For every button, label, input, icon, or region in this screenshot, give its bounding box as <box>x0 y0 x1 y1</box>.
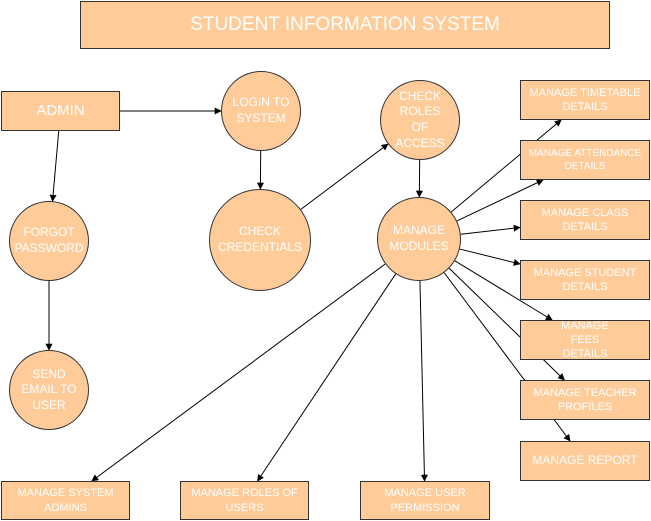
node-manage-teacher: MANAGE TEACHER PROFILES <box>520 380 650 420</box>
node-manage-class-label: MANAGE CLASS DETAILS <box>541 206 629 233</box>
edge-manage_modules-to-fees <box>454 260 553 321</box>
edge-check_credentials-to-check_roles <box>300 143 389 210</box>
node-login-label: LOGIN TO SYSTEM <box>232 95 290 125</box>
node-manage-report-label: MANAGE REPORT <box>532 453 638 468</box>
edge-manage_modules-to-timetable <box>450 119 562 213</box>
node-check-roles: CHECK ROLES OF ACCESS <box>380 80 460 160</box>
title-text: STUDENT INFORMATION SYSTEM <box>190 13 500 35</box>
node-manage-report: MANAGE REPORT <box>520 441 650 481</box>
node-manage-modules: MANAGE MODULES <box>377 197 461 281</box>
node-forgot-password: FORGOT PASSWORD <box>9 201 89 281</box>
node-manage-system-admins-label: MANAGE SYSTEM ADMINS <box>17 487 114 514</box>
node-admin: ADMIN <box>1 91 120 131</box>
edge-manage_modules-to-teacher <box>448 267 565 381</box>
node-admin-label: ADMIN <box>36 102 85 120</box>
node-check-credentials-label: CHECK CREDENTIALS <box>218 224 303 254</box>
node-manage-user-permission-label: MANAGE USER PERMISSION <box>384 487 466 514</box>
node-manage-roles-users-label: MANAGE ROLES OF USERS <box>191 487 298 514</box>
node-manage-timetable-label: MANAGE TIMETABLE DETAILS <box>529 86 641 113</box>
node-send-email: SEND EMAIL TO USER <box>9 350 89 430</box>
edge-manage_modules-to-roles_users <box>257 273 397 482</box>
node-forgot-password-label: FORGOT PASSWORD <box>14 225 84 255</box>
node-send-email-label: SEND EMAIL TO USER <box>21 366 77 412</box>
node-check-roles-label: CHECK ROLES OF ACCESS <box>395 88 445 150</box>
edge-manage_modules-to-attendance <box>456 179 544 222</box>
node-check-credentials: CHECK CREDENTIALS <box>209 189 311 291</box>
title-banner: STUDENT INFORMATION SYSTEM <box>80 1 610 49</box>
edge-manage_modules-to-class <box>460 224 521 235</box>
node-manage-fees: MANAGE FEES DETAILS <box>520 320 650 360</box>
edge-admin-to-forgot_password <box>49 130 60 202</box>
edge-manage_modules-to-system_admins <box>91 263 386 482</box>
node-manage-teacher-label: MANAGE TEACHER PROFILES <box>533 386 637 413</box>
node-manage-roles-users: MANAGE ROLES OF USERS <box>180 481 309 520</box>
node-manage-user-permission: MANAGE USER PERMISSION <box>360 481 490 520</box>
node-manage-timetable: MANAGE TIMETABLE DETAILS <box>520 80 650 120</box>
edge-manage_modules-to-user_permission <box>419 280 428 482</box>
node-manage-fees-label: MANAGE FEES DETAILS <box>561 319 609 361</box>
node-manage-system-admins: MANAGE SYSTEM ADMINS <box>1 481 130 520</box>
node-manage-attendance: MANAGE ATTENDANCE DETAILS <box>520 140 650 180</box>
node-manage-student-label: MANAGE STUDENT DETAILS <box>533 266 637 293</box>
node-manage-modules-label: MANAGE MODULES <box>389 223 449 253</box>
node-manage-class: MANAGE CLASS DETAILS <box>520 200 650 240</box>
node-manage-attendance-label: MANAGE ATTENDANCE DETAILS <box>528 148 642 172</box>
edge-manage_modules-to-student <box>459 248 521 266</box>
node-manage-student: MANAGE STUDENT DETAILS <box>520 260 650 300</box>
node-login: LOGIN TO SYSTEM <box>221 71 301 151</box>
